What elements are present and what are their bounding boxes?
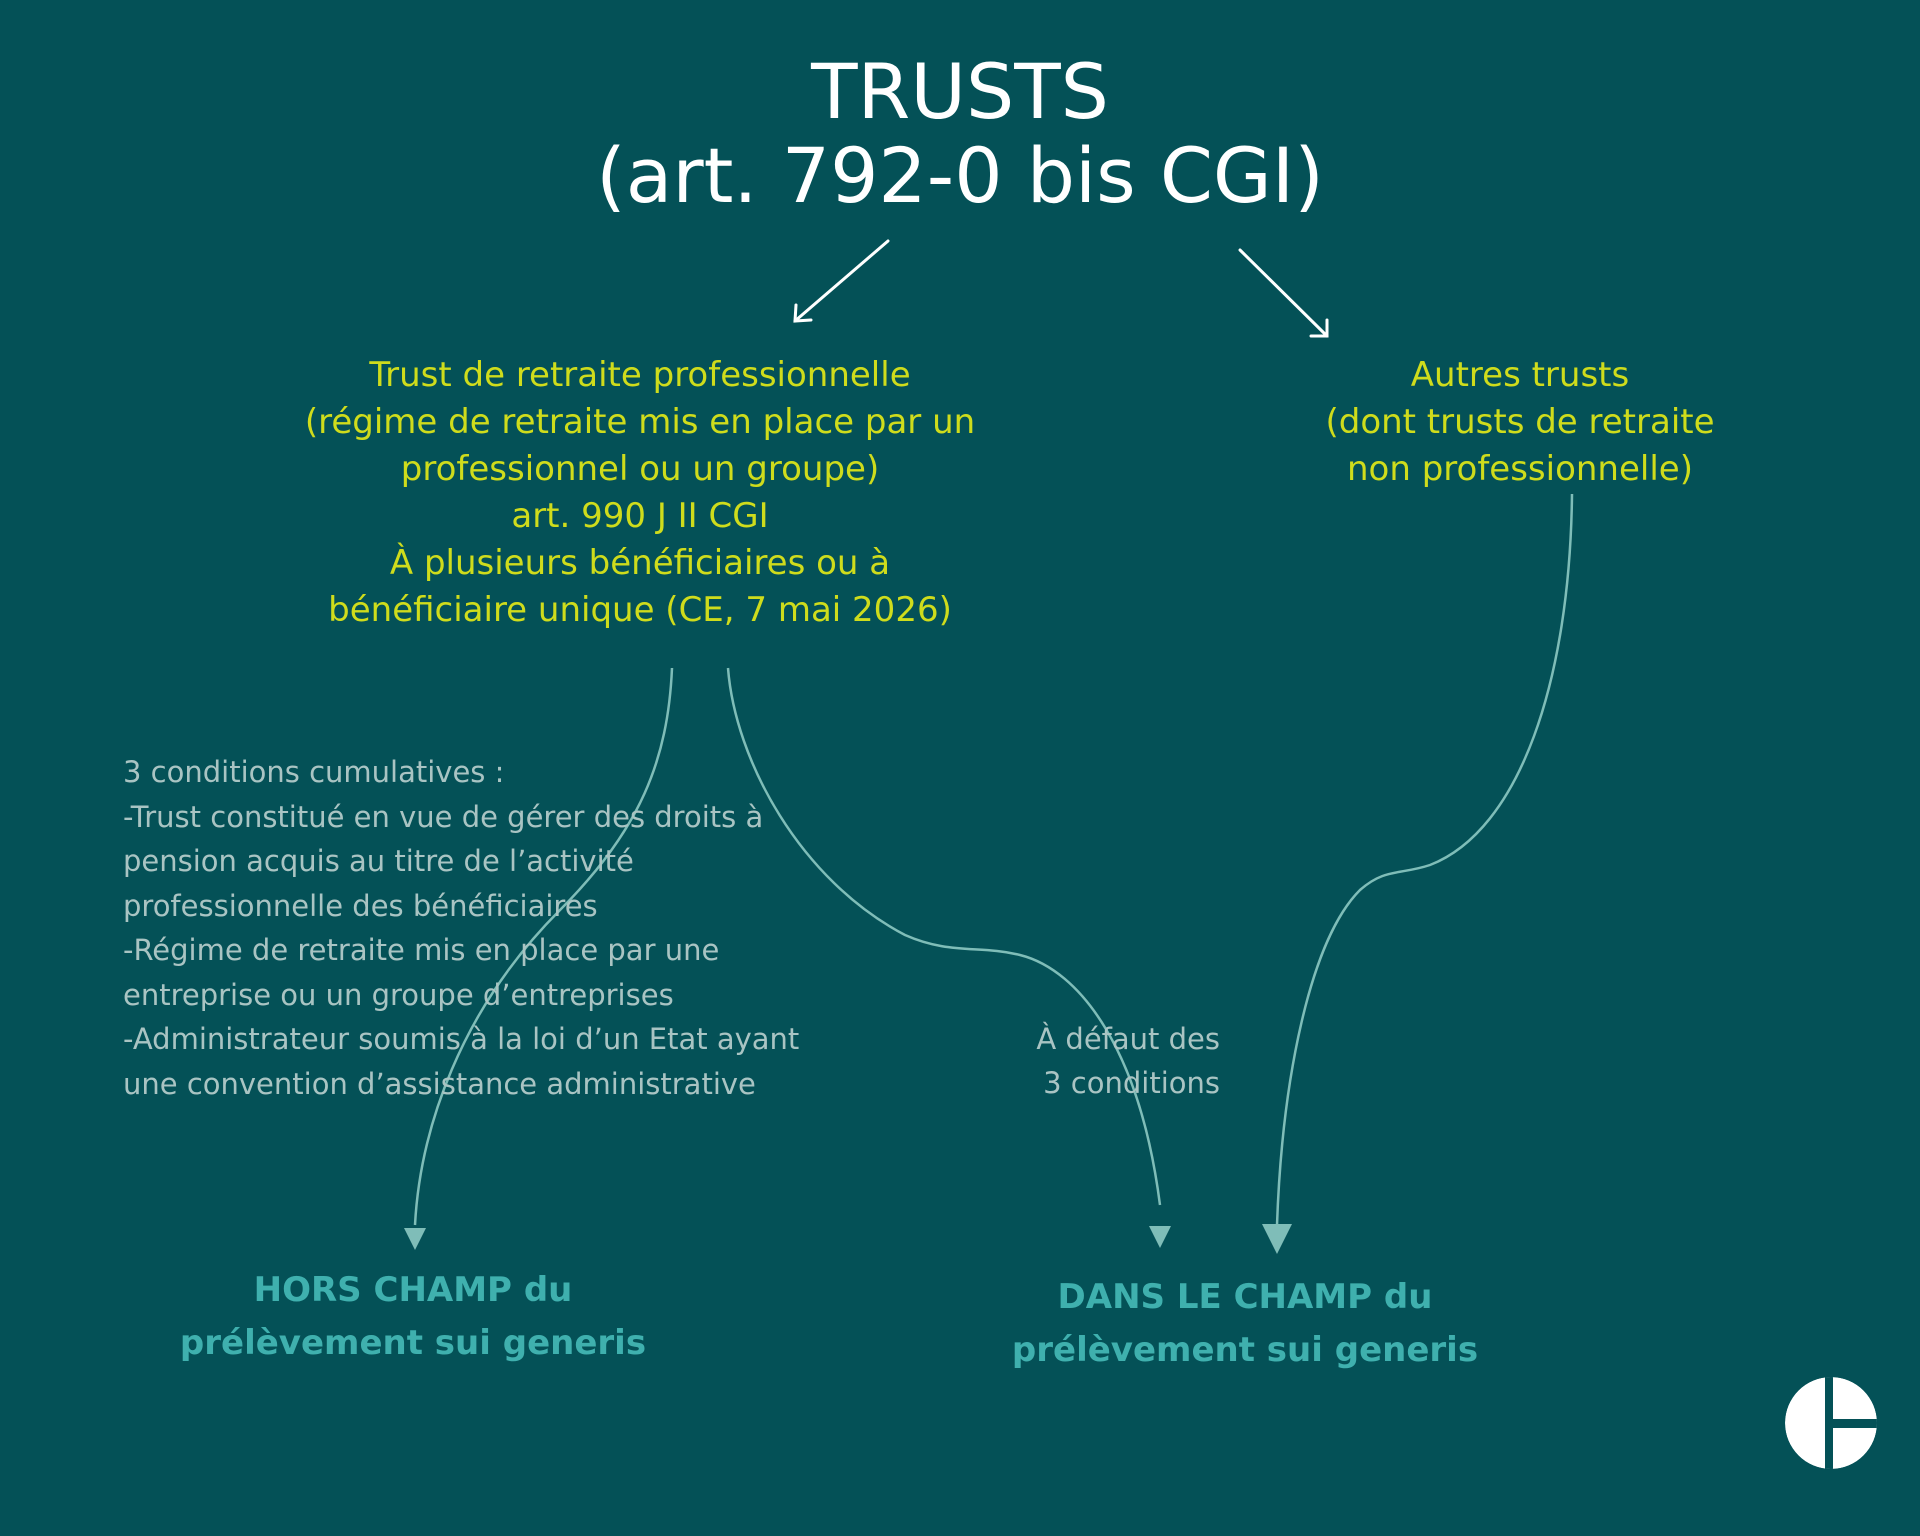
title-line-1: TRUSTS: [811, 47, 1109, 136]
outcome-line: DANS LE CHAMP du: [1057, 1277, 1433, 1317]
condition-line: entreprise ou un groupe d’entreprises: [123, 977, 674, 1012]
node-left-line: professionnel ou un groupe): [400, 449, 880, 489]
outcome-line: prélèvement sui generis: [179, 1323, 647, 1363]
page-title: TRUSTS (art. 792-0 bis CGI): [360, 50, 1560, 218]
node-left-line: bénéficiaire unique (CE, 7 mai 2026): [328, 590, 952, 630]
default-arrowhead: [1149, 1226, 1171, 1248]
title-line-2: (art. 792-0 bis CGI): [596, 131, 1324, 220]
condition-line: -Administrateur soumis à la loi d’un Eta…: [123, 1022, 800, 1056]
condition-line: professionnelle des bénéficiaires: [123, 888, 598, 923]
condition-line: -Trust constitué en vue de gérer des dro…: [123, 799, 764, 834]
default-conditions-label: À défaut des 3 conditions: [960, 1017, 1220, 1105]
title-to-left-arrow: [793, 239, 890, 323]
node-right-line: (dont trusts de retraite: [1325, 402, 1715, 442]
outcome-hors-champ: HORS CHAMP du prélèvement sui generis: [133, 1264, 693, 1370]
condition-line: -Régime de retraite mis en place par une: [123, 933, 720, 967]
node-right-line: non professionnelle): [1347, 449, 1693, 489]
brand-logo-icon: [1785, 1377, 1877, 1469]
outcome-line: prélèvement sui generis: [1011, 1330, 1479, 1370]
node-left-line: À plusieurs bénéficiaires ou à: [389, 543, 891, 583]
condition-line: 3 conditions cumulatives :: [123, 755, 505, 789]
node-left-line: art. 990 J II CGI: [511, 496, 769, 536]
node-left-line: Trust de retraite professionnelle: [369, 355, 911, 395]
dans-champ-arrowhead: [1262, 1224, 1292, 1254]
default-label-line: À défaut des: [1036, 1022, 1220, 1056]
outcome-line: HORS CHAMP du: [253, 1270, 573, 1310]
default-label-line: 3 conditions: [1043, 1066, 1220, 1100]
node-right-line: Autres trusts: [1410, 355, 1630, 395]
left-to-hors-champ-connector: [413, 667, 674, 1226]
condition-line: une convention d’assistance administrati…: [123, 1066, 756, 1101]
condition-line: pension acquis au titre de l’activité: [123, 844, 634, 878]
node-autres-trusts: Autres trusts (dont trusts de retraite n…: [1250, 352, 1790, 493]
outcome-dans-le-champ: DANS LE CHAMP du prélèvement sui generis: [955, 1271, 1535, 1377]
title-to-right-arrow: [1238, 248, 1329, 338]
node-left-line: (régime de retraite mis en place par un: [304, 402, 976, 442]
conditions-text: 3 conditions cumulatives : -Trust consti…: [123, 750, 863, 1106]
right-to-dans-champ-connector: [1275, 493, 1574, 1226]
node-trust-retraite-professionnelle: Trust de retraite professionnelle (régim…: [230, 352, 1050, 634]
hors-champ-arrowhead: [404, 1228, 426, 1250]
left-to-dans-champ-connector: [726, 667, 1162, 1206]
